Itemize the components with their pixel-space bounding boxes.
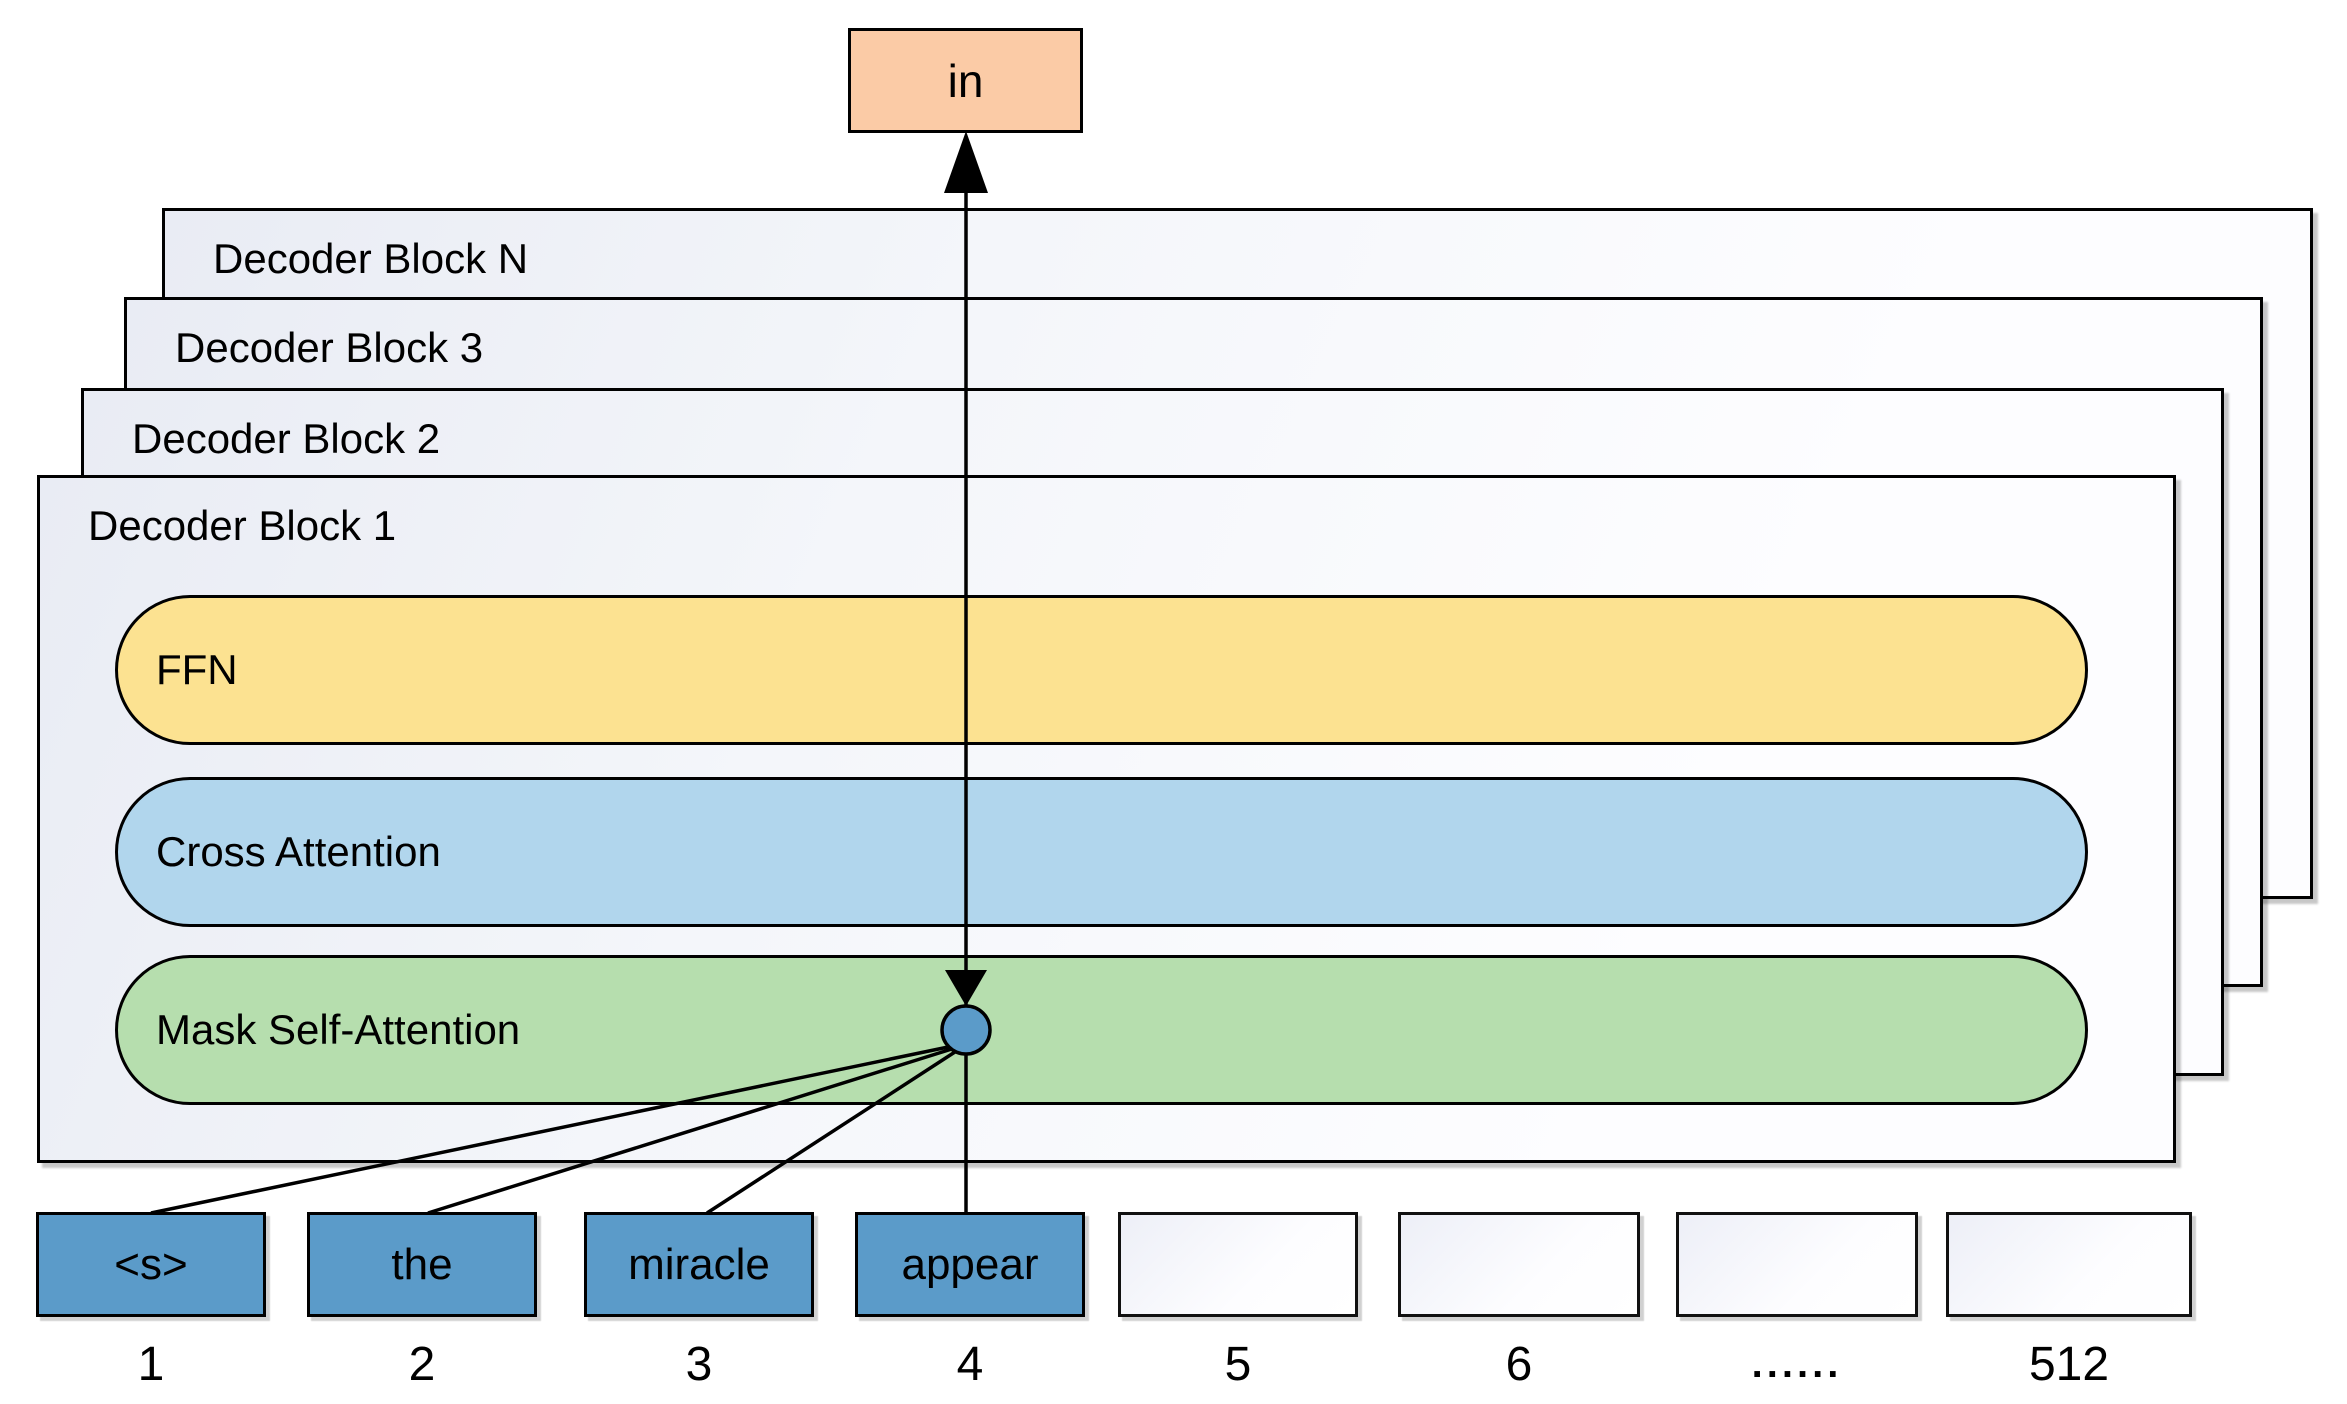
position-label-1: 1 xyxy=(137,1337,165,1391)
decoder-block-n-label: Decoder Block N xyxy=(213,235,529,282)
decoder-block-2-label: Decoder Block 2 xyxy=(132,415,441,462)
position-label-6: 6 xyxy=(1505,1337,1533,1391)
token-box-3: miracle xyxy=(584,1212,814,1317)
output-token-label: in xyxy=(947,54,984,107)
cross-attention-layer: Cross Attention xyxy=(115,777,2088,927)
mask-self-attention-layer-label: Mask Self-Attention xyxy=(156,1006,521,1053)
position-label-5: 5 xyxy=(1224,1337,1252,1391)
position-label-4: 4 xyxy=(956,1337,984,1391)
token-box-6 xyxy=(1398,1212,1640,1317)
token-box-7 xyxy=(1676,1212,1918,1317)
arrowhead-up-icon xyxy=(944,131,988,193)
position-label-3: 3 xyxy=(685,1337,713,1391)
ffn-layer-label: FFN xyxy=(156,646,238,693)
token-text-2: the xyxy=(391,1239,453,1289)
position-label-2: 2 xyxy=(408,1337,436,1391)
position-label-ellipsis: ...... xyxy=(1751,1341,1843,1386)
output-token-box: in xyxy=(848,28,1083,133)
cross-attention-layer-label: Cross Attention xyxy=(156,828,441,875)
position-label-512: 512 xyxy=(2028,1337,2110,1391)
ffn-layer: FFN xyxy=(115,595,2088,745)
token-text-3: miracle xyxy=(628,1239,770,1289)
token-text-4: appear xyxy=(901,1239,1039,1289)
decoder-block-1-label: Decoder Block 1 xyxy=(88,502,397,549)
token-box-5 xyxy=(1118,1212,1358,1317)
decoder-block-3-label: Decoder Block 3 xyxy=(175,324,484,371)
mask-self-attention-layer: Mask Self-Attention xyxy=(115,955,2088,1105)
token-box-2: the xyxy=(307,1212,537,1317)
token-box-8 xyxy=(1946,1212,2192,1317)
token-box-1: <s> xyxy=(36,1212,266,1317)
token-box-4: appear xyxy=(855,1212,1085,1317)
token-text-1: <s> xyxy=(114,1239,188,1289)
